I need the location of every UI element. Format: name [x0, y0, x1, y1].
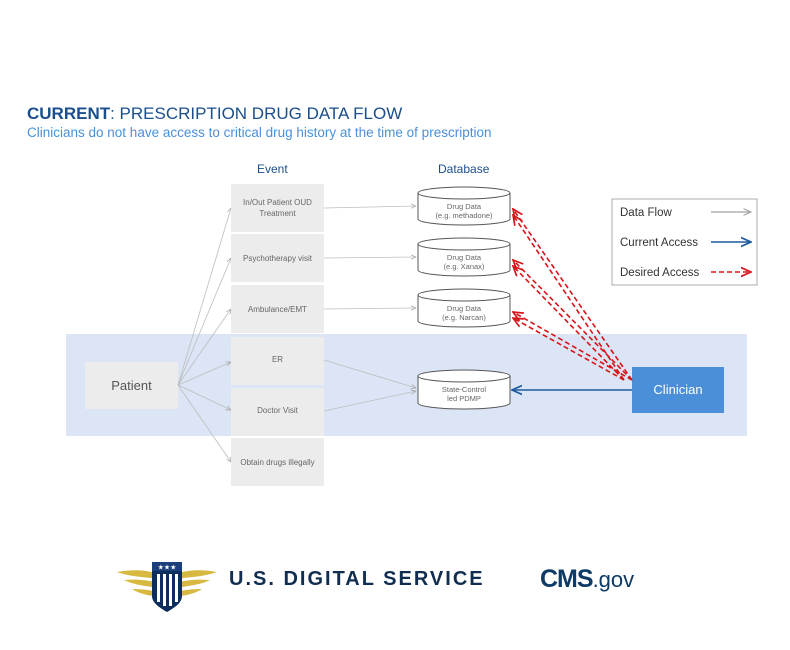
- database-xanax-line2: (e.g. Xanax): [444, 262, 485, 271]
- flow-patient-oud: [177, 208, 231, 386]
- cms-logo: CMS.gov: [540, 565, 634, 594]
- flow-patient-illegal: [177, 384, 231, 462]
- legend-data-flow-label: Data Flow: [620, 207, 672, 219]
- database-narcan-line1: Drug Data: [447, 304, 482, 313]
- cms-logo-rest: .gov: [592, 567, 635, 592]
- flow-doctor-pdmp: [323, 391, 416, 412]
- svg-text:★★★: ★★★: [158, 564, 177, 572]
- database-pdmp-line2: led PDMP: [447, 394, 481, 403]
- flow-patient-doctor: [177, 384, 231, 411]
- database-methadone: Drug Data (e.g. methadone): [417, 186, 511, 226]
- database-xanax-line1: Drug Data: [447, 253, 482, 262]
- clinician-label: Clinician: [653, 382, 702, 397]
- event-illegal-label: Obtain drugs illegally: [240, 458, 314, 467]
- desired-access-methadone: [513, 209, 633, 381]
- desired-access-xanax: [513, 260, 633, 381]
- database-narcan-line2: (e.g. Narcan): [442, 313, 486, 322]
- legend-desired-access-label: Desired Access: [620, 267, 700, 279]
- desired-access-xanax-b: [513, 266, 625, 381]
- event-oud-treatment: In/Out Patient OUD Treatment: [231, 184, 324, 232]
- flow-patient-ambulance: [177, 309, 231, 386]
- event-to-database-lines: [323, 206, 416, 412]
- database-methadone-line2: (e.g. methadone): [435, 211, 493, 220]
- database-xanax: Drug Data (e.g. Xanax): [417, 237, 511, 277]
- patient-to-event-lines: [177, 208, 231, 462]
- database-pdmp-line1: State-Control: [442, 385, 487, 394]
- page-title-bold: CURRENT: [27, 104, 111, 123]
- flow-patient-psychotherapy: [177, 258, 231, 386]
- event-oud-line1: In/Out Patient OUD: [243, 198, 312, 207]
- flow-psychotherapy-db: [323, 257, 416, 258]
- desired-access-narcan: [513, 312, 633, 381]
- event-psychotherapy-label: Psychotherapy visit: [243, 254, 313, 263]
- event-ambulance-label: Ambulance/EMT: [248, 305, 307, 314]
- usds-logo-text: U.S. DIGITAL SERVICE: [229, 568, 485, 590]
- flow-ambulance-db: [323, 308, 416, 309]
- desired-access-methadone-b: [513, 215, 625, 381]
- page-title-rest: : PRESCRIPTION DRUG DATA FLOW: [110, 104, 403, 123]
- page-title: CURRENT: PRESCRIPTION DRUG DATA FLOW: [27, 104, 402, 124]
- flow-oud-db: [323, 206, 416, 208]
- clinician-node: Clinician: [632, 367, 724, 413]
- legend-current-access-label: Current Access: [620, 237, 698, 249]
- flow-er-pdmp: [323, 359, 416, 388]
- flow-patient-er: [177, 362, 231, 386]
- event-illegal-drugs: Obtain drugs illegally: [231, 438, 324, 486]
- usds-eagle-icon: ★★★: [117, 562, 217, 612]
- event-er: ER: [231, 337, 324, 385]
- page-subtitle: Clinicians do not have access to critica…: [27, 125, 492, 140]
- event-psychotherapy: Psychotherapy visit: [231, 234, 324, 282]
- event-ambulance: Ambulance/EMT: [231, 285, 324, 333]
- patient-node: Patient: [85, 362, 178, 409]
- desired-access-arrows: [513, 209, 633, 381]
- event-column-label: Event: [257, 162, 288, 176]
- desired-access-narcan-b: [513, 318, 625, 381]
- event-er-label: ER: [272, 355, 283, 364]
- database-column-label: Database: [438, 162, 490, 176]
- patient-label: Patient: [111, 378, 152, 393]
- database-methadone-line1: Drug Data: [447, 202, 482, 211]
- event-oud-line2: Treatment: [259, 209, 296, 218]
- event-doctor-label: Doctor Visit: [257, 406, 299, 415]
- legend: Data Flow Current Access Desired Access: [611, 198, 758, 286]
- database-narcan: Drug Data (e.g. Narcan): [417, 288, 511, 328]
- event-doctor-visit: Doctor Visit: [231, 388, 324, 436]
- database-pdmp: State-Control led PDMP: [417, 369, 511, 410]
- cms-logo-bold: CMS: [540, 565, 594, 593]
